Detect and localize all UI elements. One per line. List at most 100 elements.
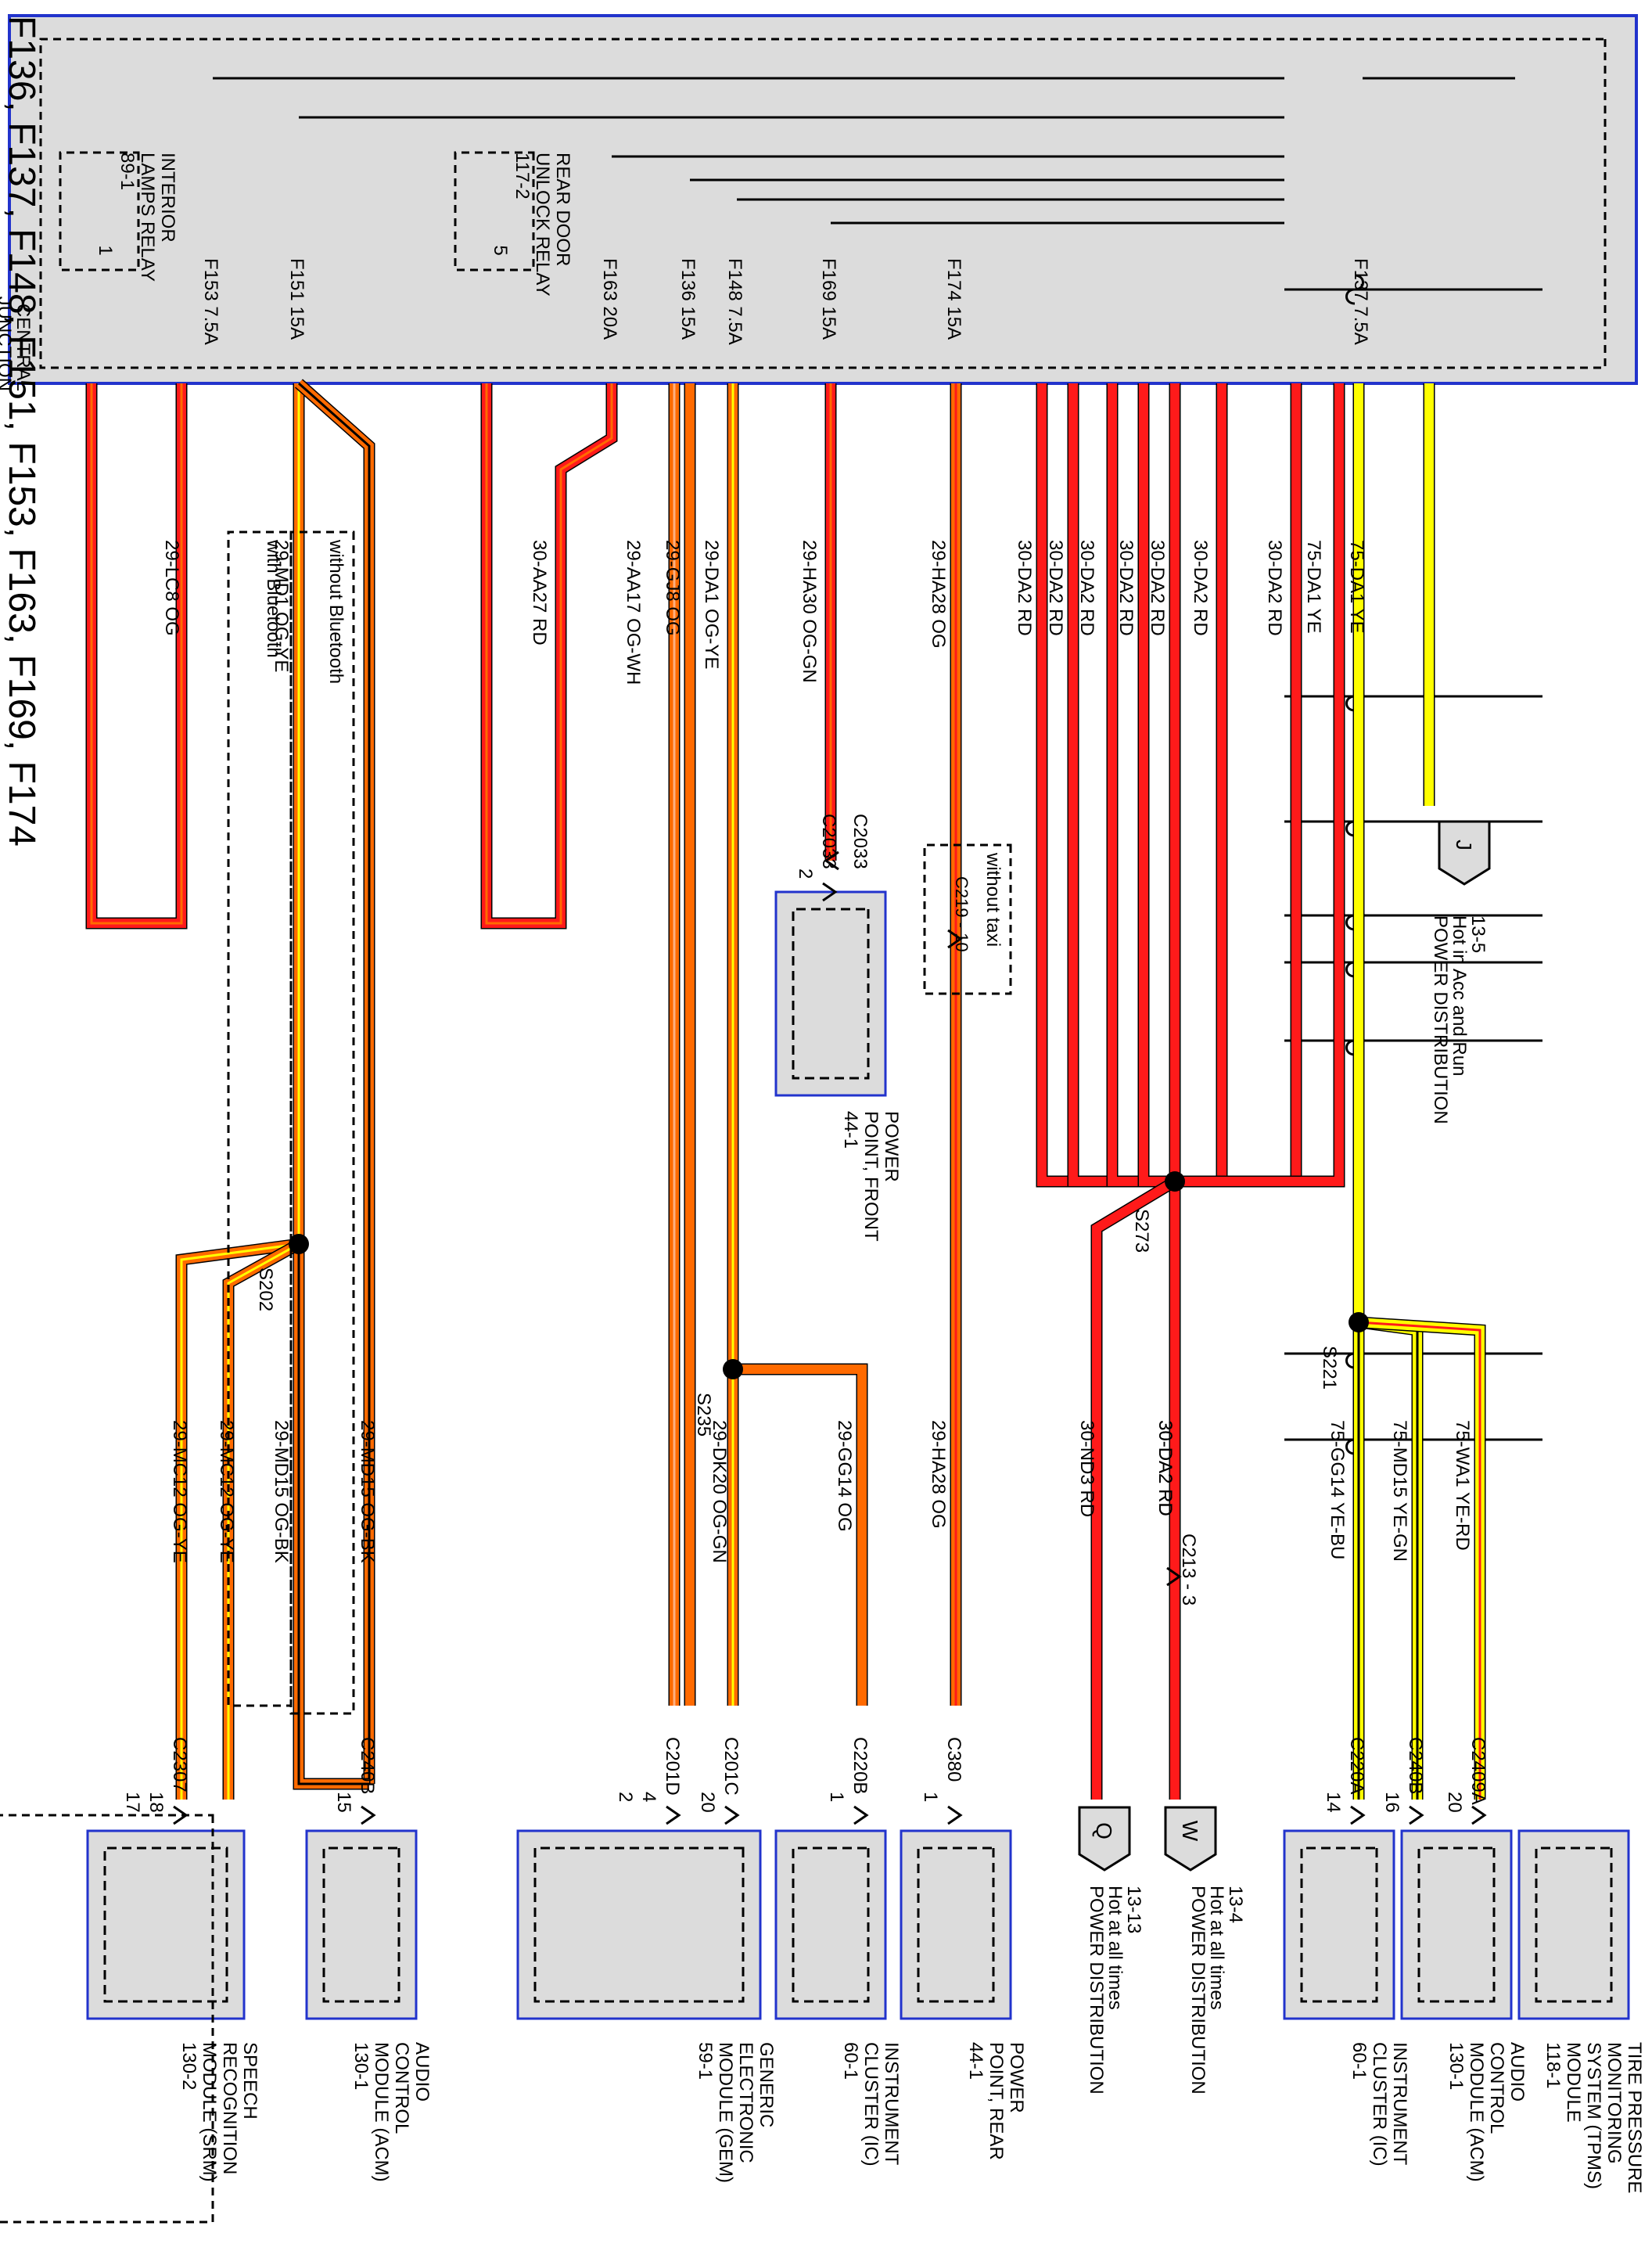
connector-c2409a-arrow [1471,1805,1487,1825]
module-ic-2 [1283,1829,1395,2020]
module-power-point-rear-label: 44-1 [965,2042,986,2080]
wire-label-ha30: 29-HA30 OG-GN [799,540,820,683]
connector-c2307-arrow [173,1805,189,1825]
ref-j-label: Hot in Acc and Run [1449,915,1470,1076]
module-acm-2-label: AUDIO [1507,2042,1528,2102]
relay-rear-door-label: 117-2 [512,153,533,200]
wire-label-gg14y: 75-GG14 YE-BU [1327,1420,1348,1559]
module-tpms-label: SYSTEM (TPMS) [1583,2042,1604,2189]
splice-s202 [289,1234,309,1254]
connector-c201c-arrow [724,1805,740,1825]
module-srm [86,1829,246,2020]
module-srm-inner [103,1846,228,2003]
relay-rear-door-label: REAR DOOR [552,153,573,266]
wire-label-wa1: 75-WA1 YE-RD [1452,1420,1473,1551]
wire-label-da2c: 30-DA2 RD [1076,540,1097,636]
connector-c213-label: C213 - 3 [1178,1534,1199,1606]
connector-c240b2-label: C240B [1405,1737,1426,1794]
module-acm-2-label: MODULE (ACM) [1466,2042,1487,2182]
wire-label-md15y: 75-MD15 YE-GN [1389,1420,1410,1562]
module-ic-1-inner [792,1846,870,2003]
wire-label-aa27: 30-AA27 RD [529,540,550,645]
fuse-label-f136: F136 15A [677,258,699,340]
module-gem-label: 59-1 [695,2042,716,2080]
relay-interior-lamps [59,151,140,271]
module-acm-2-inner [1417,1846,1496,2003]
wire-label-da2g: 30-DA2 RD [1264,540,1285,636]
wire-label-gj8: 29-GJ8 OG [662,540,683,636]
connector-c2409a-pin: 20 [1444,1792,1465,1813]
page-title: F136, F137, F148, F151, F153, F163, F169… [1,16,42,847]
fuse-label-f148: F148 7.5A [724,258,745,345]
module-srm-label: RECOGNITION [219,2042,240,2174]
module-srm-label: 130-2 [178,2042,199,2090]
ref-q-letter: Q [1092,1822,1116,1839]
relay-rear-door [454,151,535,271]
option-without-taxi-label: without taxi [982,852,1004,947]
module-ic-1-label: CLUSTER (IC) [860,2042,882,2166]
connector-c201c-pin: 20 [697,1792,718,1813]
option-without-bluetooth [289,530,355,1715]
relay-interior-lamps-pin: 1 [95,245,116,255]
module-acm-2 [1400,1829,1513,2020]
connector-c380-pin: 1 [920,1792,941,1802]
connector-c220b-pin: 1 [826,1792,847,1802]
option-without-bluetooth-label: without Bluetooth [325,539,347,684]
module-gem-label: MODULE (GEM) [715,2042,736,2183]
ref-w-label: POWER DISTRIBUTION [1187,1886,1208,2095]
splice-s273-label: S273 [1131,1209,1152,1253]
wire-label-da2d: 30-DA2 RD [1115,540,1137,636]
module-acm-1-label: MODULE (ACM) [371,2042,392,2182]
connector-c201d-pin: 2 [615,1792,636,1802]
relay-interior-lamps-label: 89-1 [117,153,138,190]
module-acm-1 [305,1829,418,2020]
module-power-point-front [774,890,887,1097]
connector-c380-label: C380 [943,1737,964,1782]
module-gem-label: ELECTRONIC [735,2042,756,2163]
module-tpms-label: TIRE PRESSURE [1624,2042,1645,2193]
splice-s235 [723,1359,743,1379]
fuse-label-f174: F174 15A [943,258,964,340]
relay-rear-door-label: UNLOCK RELAY [532,153,553,297]
fuse-label-f137: F137 7.5A [1350,258,1371,345]
module-ic-2-label: CLUSTER (IC) [1369,2042,1390,2166]
wire-label-md1: 29-MD1 OG-YE [271,540,292,672]
connector-c2307-pin: 18 [145,1792,167,1813]
module-ic-1-label: INSTRUMENT [881,2042,902,2166]
fuse-label-f153: F153 7.5A [200,258,221,345]
relay-interior-lamps-label: INTERIOR [157,153,178,243]
fuse-label-f163: F163 20A [599,258,620,340]
splice-s221 [1349,1312,1369,1332]
wire-30-da2-7 [1175,383,1344,1186]
connector-c2033-pin: 2 [795,868,816,879]
module-ic-2-label: 60-1 [1349,2042,1370,2080]
wire-29-md15-nobt-stripe [298,382,371,1784]
wire-30-aa27-stripe [485,383,613,925]
connector-c2307-pin: 17 [122,1792,143,1813]
fuse-label-f151: F151 15A [286,258,307,340]
module-acm-1-label: 130-1 [350,2042,372,2090]
module-tpms-label: 118-1 [1542,2042,1564,2089]
module-ic-2-label: INSTRUMENT [1389,2042,1410,2166]
wire-label-ha28: 29-HA28 OG [928,540,949,649]
ref-j-label: POWER DISTRIBUTION [1430,915,1451,1124]
connector-c2307-label: C2307 [169,1737,190,1793]
ref-q-label: POWER DISTRIBUTION [1086,1886,1107,2095]
wire-label-da2a: 30-DA2 RD [1014,540,1035,636]
wire-30-nd3 [1092,1177,1178,1800]
module-tpms-label: MONITORING [1604,2042,1625,2164]
module-acm-2-label: 130-1 [1446,2042,1467,2090]
splice-s202-label: S202 [255,1268,276,1311]
connector-c240b2-pin: 16 [1381,1792,1402,1813]
fuse-f137 [1345,274,1364,305]
connector-c2409a-label: C2409A [1467,1737,1489,1805]
ref-q [1078,1806,1131,1872]
wire-label-nd3: 30-ND3 RD [1076,1420,1097,1517]
ref-w [1164,1806,1217,1872]
connector-c240b1-label: C240B [357,1737,378,1794]
cjb-label: JUNCTION [0,297,15,391]
wire-label-75da1b: 75-DA1 YE [1346,540,1367,634]
ref-j [1438,820,1491,886]
